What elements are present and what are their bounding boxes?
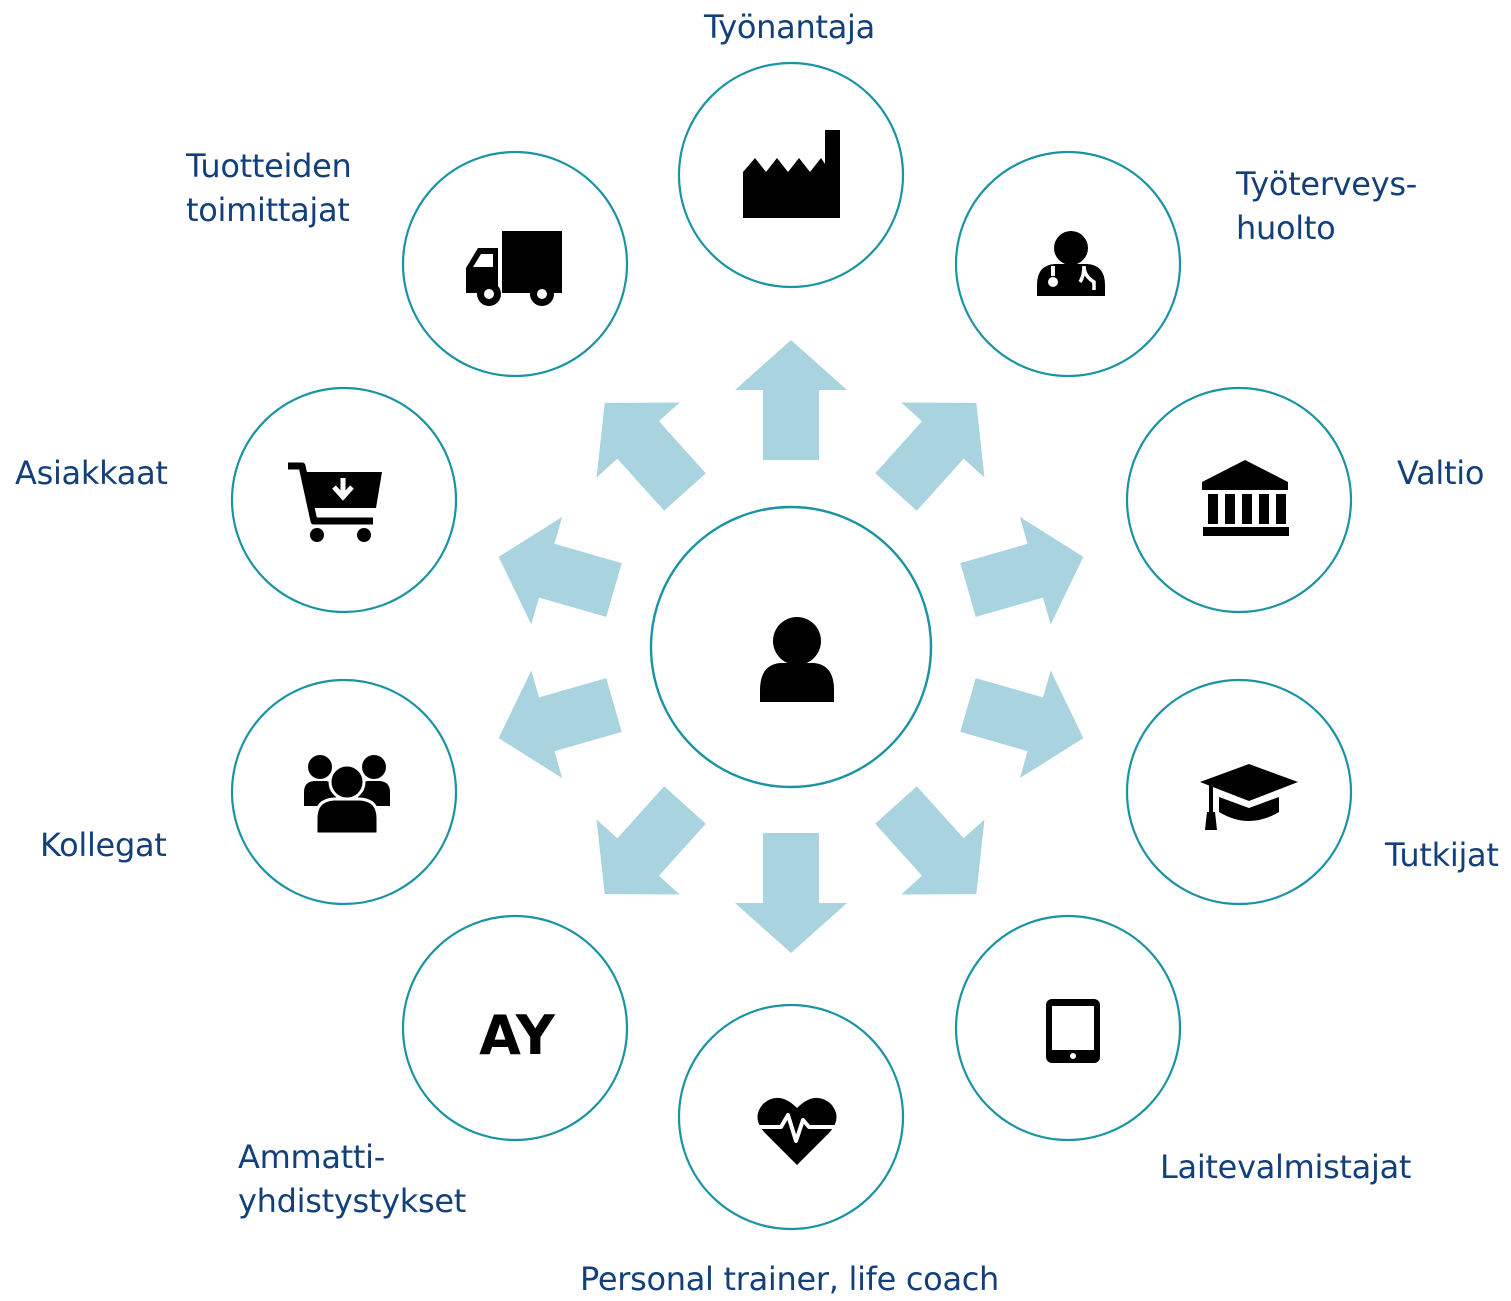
label-tutkijat: Tutkijat [1385, 836, 1499, 874]
shopping-cart-icon [288, 462, 382, 542]
node-asiakkaat [230, 386, 458, 614]
label-tyoterveys: Työterveys- huolto [1236, 165, 1417, 247]
government-building-icon [1202, 460, 1289, 536]
label-personal: Personal trainer, life coach [580, 1260, 1000, 1298]
arrow-to-tyoterveys [854, 365, 1018, 530]
node-tutkijat [1125, 678, 1353, 906]
arrow-to-tutkijat [952, 651, 1099, 792]
arrow-to-tuotteiden [563, 365, 727, 530]
doctor-icon [1037, 231, 1105, 296]
heartbeat-icon [757, 1097, 837, 1165]
arrow-to-kollegat [483, 651, 630, 792]
node-valtio [1125, 386, 1353, 614]
group-icon [304, 755, 390, 836]
label-ammatti: Ammatti- yhdistystykset [238, 1138, 466, 1220]
node-tyonantaja [677, 61, 905, 289]
label-tyonantaja: Työnantaja [704, 8, 875, 46]
node-laitevalmistajat [954, 914, 1182, 1142]
label-valtio: Valtio [1397, 454, 1485, 492]
node-kollegat [230, 678, 458, 906]
arrow-to-ammatti [563, 767, 727, 932]
graduation-cap-icon [1200, 764, 1298, 830]
label-asiakkaat: Asiakkaat [15, 454, 168, 492]
center-node [649, 505, 933, 789]
arrow-to-asiakkaat [483, 503, 630, 644]
tablet-icon [1046, 999, 1100, 1063]
arrow-to-valtio [952, 503, 1099, 644]
label-laitevalmistajat: Laitevalmistajat [1160, 1148, 1412, 1186]
ay-text-icon: AY [479, 1004, 556, 1067]
person-icon [760, 617, 834, 702]
factory-icon [743, 130, 840, 218]
arrow-to-tyonantaja [735, 340, 847, 460]
arrow-to-personal [735, 833, 847, 953]
label-tuotteiden: Tuotteiden toimittajat [186, 147, 352, 229]
node-ammatti: AY [401, 914, 629, 1142]
node-personal [677, 1003, 905, 1231]
arrow-to-laitevalmistajat [854, 767, 1018, 932]
node-tyoterveys [954, 150, 1182, 378]
label-kollegat: Kollegat [40, 826, 167, 864]
delivery-truck-icon [466, 231, 562, 306]
node-tuotteiden [401, 150, 629, 378]
node-circle [401, 914, 629, 1142]
node-circle [1125, 386, 1353, 614]
